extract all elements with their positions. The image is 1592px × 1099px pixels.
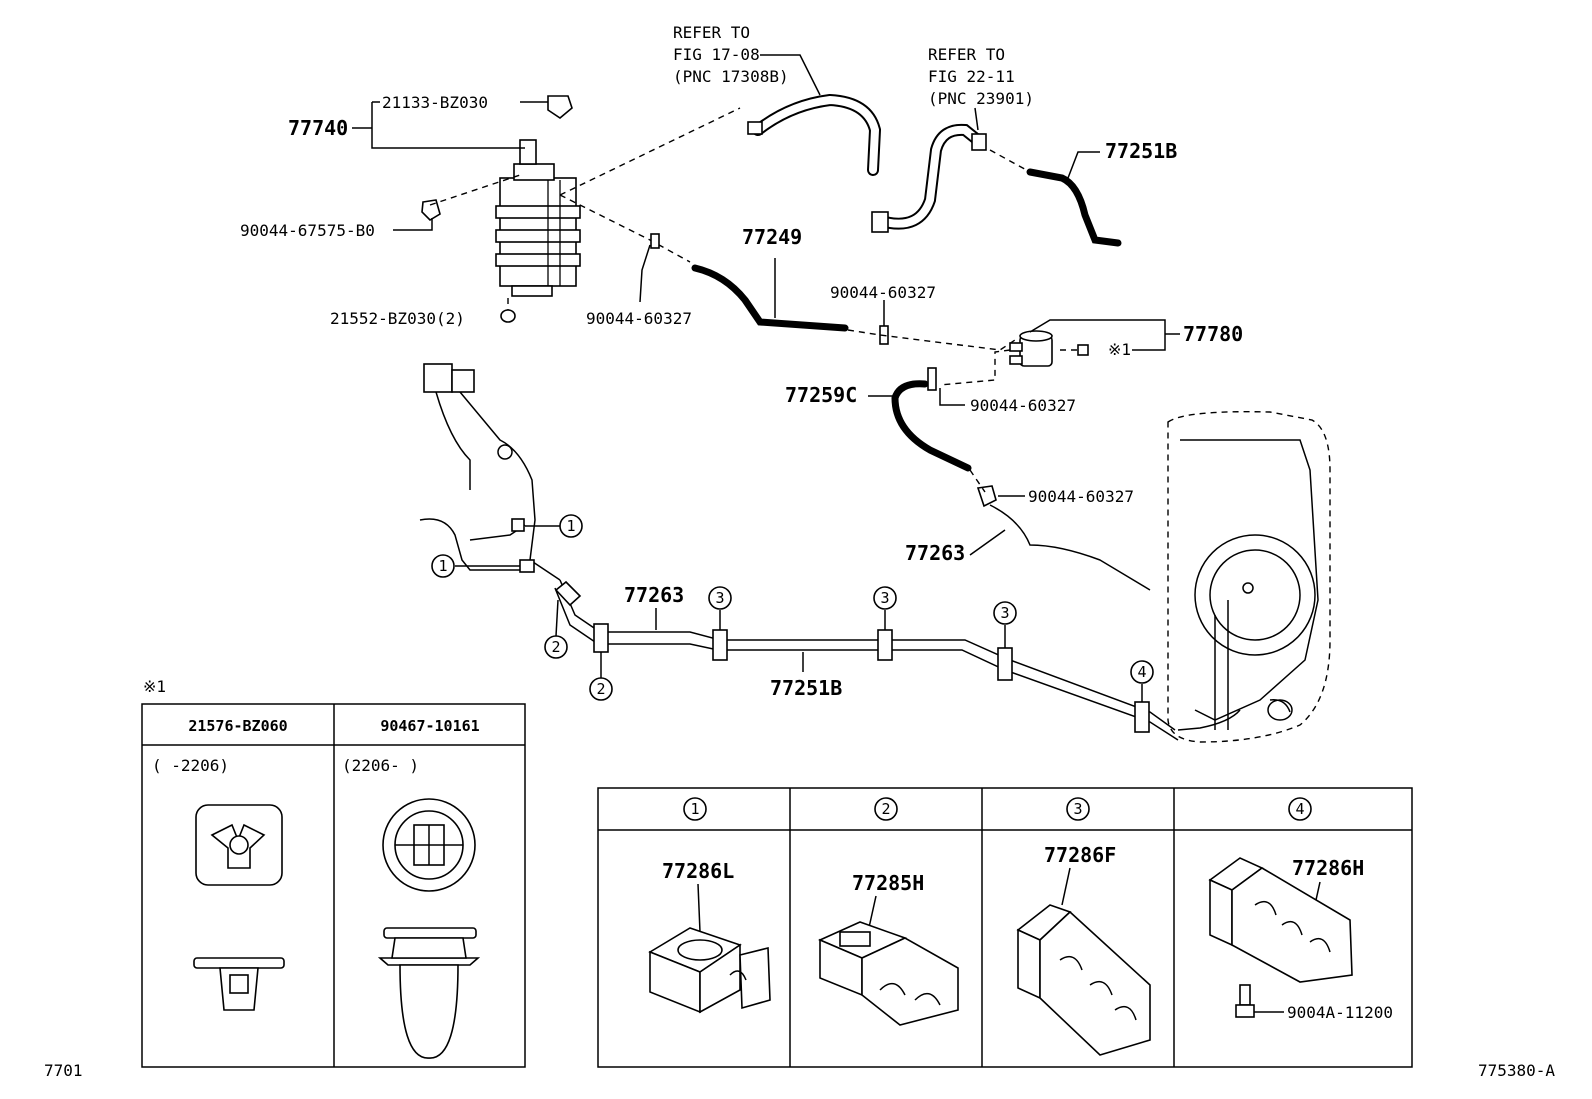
refer-2-leader [974, 107, 979, 131]
page-code: 7701 [44, 1061, 83, 1080]
label-90044-60327-d: 90044-60327 [1028, 487, 1134, 506]
note-col2-range: (2206- ) [342, 756, 419, 775]
svg-text:(PNC 17308B): (PNC 17308B) [673, 67, 789, 86]
label-77285h[interactable]: 77285H [852, 871, 924, 895]
hose-77249[interactable]: 77249 [691, 225, 849, 332]
label-asterisk-1: ※1 [1108, 340, 1131, 359]
label-77286f[interactable]: 77286F [1044, 843, 1116, 867]
callout-2-left[interactable]: 2 [544, 635, 568, 659]
clip-90044-a[interactable] [650, 233, 660, 249]
label-90044-60327-a: 90044-60327 [586, 309, 692, 328]
clip-90044-c[interactable] [927, 367, 937, 391]
label-77286h[interactable]: 77286H [1292, 856, 1364, 880]
fuel-lines [554, 579, 1241, 741]
svg-text:3: 3 [1073, 800, 1082, 818]
label-77740: 77740 [288, 116, 348, 140]
callout-1-lower[interactable]: 1 [431, 554, 455, 578]
diagram-id: 775380-A [1478, 1061, 1555, 1080]
svg-text:REFER TO: REFER TO [928, 45, 1005, 64]
line-clips [511, 518, 1150, 733]
filler-pipe [871, 123, 987, 233]
callout-4[interactable]: 4 [1130, 660, 1154, 684]
clip-90044-67575[interactable] [421, 199, 441, 222]
clip-90467-drawing [377, 798, 481, 1059]
clip-77286h-drawing [1208, 857, 1353, 983]
label-90044-60327-c: 90044-60327 [970, 396, 1076, 415]
svg-text:77251B: 77251B [1105, 139, 1177, 163]
svg-text:2: 2 [881, 800, 890, 818]
label-77780: 77780 [1183, 322, 1243, 346]
svg-text:4: 4 [1137, 663, 1146, 681]
refer-1-leader [760, 54, 821, 96]
note-col1-range: ( -2206) [152, 756, 229, 775]
clip-77286f-drawing [1016, 904, 1151, 1056]
valve-77780[interactable] [1009, 330, 1053, 367]
label-21552-bz030: 21552-BZ030(2) [330, 309, 465, 328]
fuel-tank [1167, 411, 1331, 743]
label-77263-left: 77263 [624, 583, 684, 607]
bracket-77740 [371, 102, 525, 149]
label-77251b-bottom: 77251B [770, 676, 842, 700]
bolt-asterisk[interactable] [1077, 344, 1089, 356]
label-77286l[interactable]: 77286L [662, 859, 734, 883]
svg-text:77259C: 77259C [785, 383, 857, 407]
svg-text:(PNC 23901): (PNC 23901) [928, 89, 1034, 108]
callout-3-a[interactable]: 3 [708, 586, 732, 610]
note-col2-header: 90467-10161 [380, 717, 479, 735]
clip-table-header-2: 2 [874, 797, 898, 821]
callout-1-upper[interactable]: 1 [559, 514, 583, 538]
hose-77259c[interactable]: 77259C [785, 380, 972, 472]
clip-table-header-1: 1 [683, 797, 707, 821]
svg-text:2: 2 [551, 638, 560, 656]
svg-text:77263: 77263 [905, 541, 965, 565]
clip-table-header-3: 3 [1066, 797, 1090, 821]
svg-text:77249: 77249 [742, 225, 802, 249]
svg-text:REFER TO: REFER TO [673, 23, 750, 42]
clip-90044-d[interactable] [976, 485, 997, 508]
note-table [141, 703, 526, 1068]
hose-77251b-top[interactable]: 77251B [989, 139, 1177, 247]
svg-text:1: 1 [438, 557, 447, 575]
clip-table-header-4: 4 [1288, 797, 1312, 821]
connector-bundle [419, 363, 561, 581]
label-9004a-11200[interactable]: 9004A-11200 [1287, 1003, 1393, 1022]
svg-text:3: 3 [880, 589, 889, 607]
svg-text:FIG 17-08: FIG 17-08 [673, 45, 760, 64]
svg-text:3: 3 [715, 589, 724, 607]
clip-77286l-drawing [648, 927, 771, 1014]
callout-2-right[interactable]: 2 [589, 677, 613, 701]
hose-77263-right[interactable]: 77263 [905, 504, 1151, 591]
label-90044-67575-b0: 90044-67575-B0 [240, 221, 375, 240]
cap-21133[interactable] [547, 95, 573, 119]
svg-text:3: 3 [1000, 604, 1009, 622]
note-col1-header: 21576-BZ060 [188, 717, 287, 735]
label-21133-bz030: 21133-BZ030 [382, 93, 488, 112]
clip-table [597, 787, 1413, 1068]
engine-purge-hose [747, 93, 882, 176]
bolt-9004a[interactable] [1235, 984, 1255, 1018]
svg-text:1: 1 [566, 517, 575, 535]
note-table-title: ※1 [143, 677, 166, 696]
clip-77285h-drawing [818, 921, 959, 1026]
label-90044-60327-b: 90044-60327 [830, 283, 936, 302]
svg-text:FIG 22-11: FIG 22-11 [928, 67, 1015, 86]
svg-text:1: 1 [690, 800, 699, 818]
callout-3-b[interactable]: 3 [873, 586, 897, 610]
charcoal-canister[interactable] [495, 139, 581, 297]
svg-text:4: 4 [1295, 800, 1304, 818]
refer-note-fig-22-11[interactable]: REFER TO FIG 22-11 (PNC 23901) [928, 45, 1034, 108]
clip-21576-drawing [193, 804, 285, 1011]
svg-text:2: 2 [596, 680, 605, 698]
nut-21552[interactable] [500, 309, 516, 323]
refer-note-fig-17-08[interactable]: REFER TO FIG 17-08 (PNC 17308B) [673, 23, 789, 86]
callout-3-c[interactable]: 3 [993, 601, 1017, 625]
